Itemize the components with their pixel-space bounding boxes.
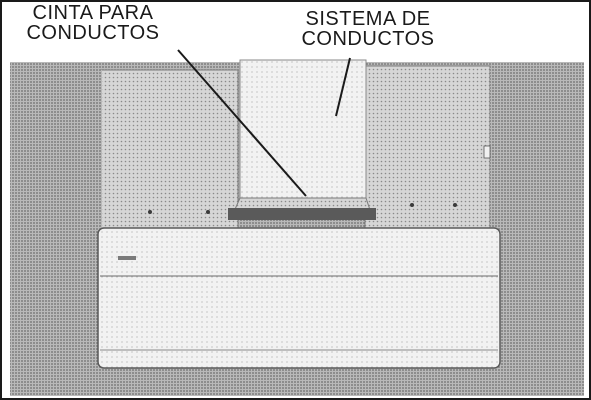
right-wall-panel xyxy=(490,66,584,232)
label-duct-system-line1: SISTEMA DE xyxy=(305,8,431,30)
screw xyxy=(148,210,152,214)
label-duct-tape-line2: CONDUCTOS xyxy=(26,22,160,44)
screw xyxy=(453,203,457,207)
left-wall-panel xyxy=(10,70,102,230)
right-cabinet-latch xyxy=(483,145,491,159)
label-duct-tape: CINTA PARA CONDUCTOS xyxy=(8,3,178,43)
duct-system xyxy=(239,59,367,199)
ac-unit xyxy=(97,227,501,369)
label-duct-system: SISTEMA DE CONDUCTOS xyxy=(268,9,468,49)
lower-right-shadow xyxy=(500,232,584,396)
ac-unit-logo xyxy=(118,256,136,260)
duct-tape-band xyxy=(228,208,376,220)
left-cabinet xyxy=(99,69,239,229)
right-cabinet xyxy=(364,65,491,229)
leader-duct-system xyxy=(335,57,351,117)
leader-duct-tape xyxy=(177,49,307,197)
label-duct-system-line2: CONDUCTOS xyxy=(301,28,435,50)
screw xyxy=(410,203,414,207)
lower-left-shadow xyxy=(10,232,94,396)
screw xyxy=(206,210,210,214)
label-duct-tape-line1: CINTA PARA xyxy=(32,2,154,24)
